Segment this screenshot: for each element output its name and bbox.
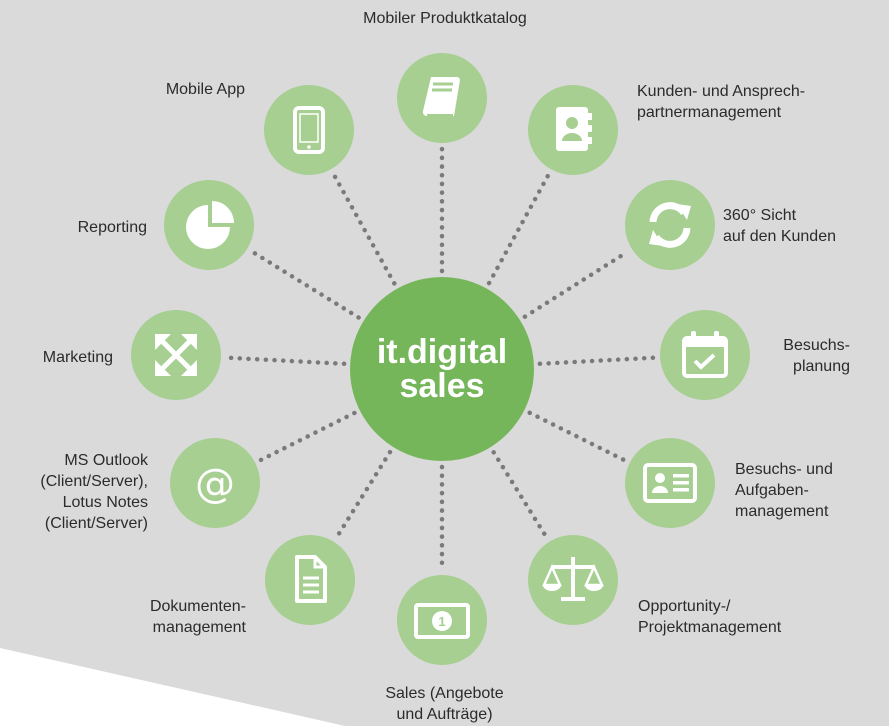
node-produktkatalog <box>397 53 487 143</box>
balance-scale-icon <box>542 557 604 601</box>
connectors <box>224 146 657 572</box>
hub-title: it.digital <box>376 333 508 371</box>
connector-kunden <box>486 172 551 286</box>
label-opportunity: Opportunity-/ Projektmanagement <box>638 598 782 636</box>
node-outlook: @ <box>170 438 260 528</box>
label-reporting: Reporting <box>77 219 147 236</box>
hub-circle: it.digital sales <box>350 277 534 461</box>
connector-outlook <box>258 410 357 463</box>
label-outlook: MS Outlook (Client/Server), Lotus Notes … <box>40 452 148 532</box>
node-reporting <box>164 180 254 270</box>
node-dokumente <box>265 535 355 625</box>
svg-text:@: @ <box>195 461 235 507</box>
connector-aufgaben <box>527 410 627 463</box>
expand-arrows-icon <box>155 334 197 376</box>
node-besuchsplanung <box>660 310 750 400</box>
node-mobileapp <box>264 85 354 175</box>
label-besuchsplanung: Besuchs- planung <box>783 337 850 375</box>
node-sicht <box>625 180 715 270</box>
label-mobileapp: Mobile App <box>165 81 245 98</box>
label-aufgaben: Besuchs- und Aufgaben- management <box>735 461 833 520</box>
node-marketing <box>131 310 221 400</box>
calendar-check-icon <box>682 331 728 378</box>
label-sales: Sales (Angebote und Aufträge) <box>385 685 504 723</box>
id-card-icon <box>643 463 697 503</box>
connector-besuchsplanung <box>537 355 657 367</box>
refresh-icon <box>649 202 691 248</box>
address-book-icon <box>556 107 592 151</box>
label-sicht: 360° Sicht auf den Kunden <box>723 207 836 245</box>
document-icon <box>295 555 327 603</box>
svg-text:1: 1 <box>438 614 445 629</box>
connector-opportunity <box>491 450 549 539</box>
label-marketing: Marketing <box>42 349 113 366</box>
money-bill-icon: 1 <box>414 603 470 639</box>
at-sign-icon: @ <box>195 461 235 507</box>
connector-mobileapp <box>331 172 397 286</box>
connector-reporting <box>250 249 361 320</box>
node-opportunity <box>528 535 618 625</box>
connector-marketing <box>224 355 347 367</box>
label-kunden: Kunden- und Ansprech- partnermanagement <box>637 83 806 121</box>
pie-chart-icon <box>186 201 234 249</box>
label-produktkatalog: Mobiler Produktkatalog <box>363 10 527 27</box>
node-sales: 1 <box>397 575 487 665</box>
tablet-icon <box>293 106 325 154</box>
hub-subtitle: sales <box>399 367 485 405</box>
connector-sicht <box>522 249 630 319</box>
connector-dokumente <box>334 449 393 540</box>
book-icon <box>422 77 460 117</box>
label-dokumente: Dokumenten- management <box>149 598 246 636</box>
node-aufgaben <box>625 438 715 528</box>
node-kunden <box>528 85 618 175</box>
